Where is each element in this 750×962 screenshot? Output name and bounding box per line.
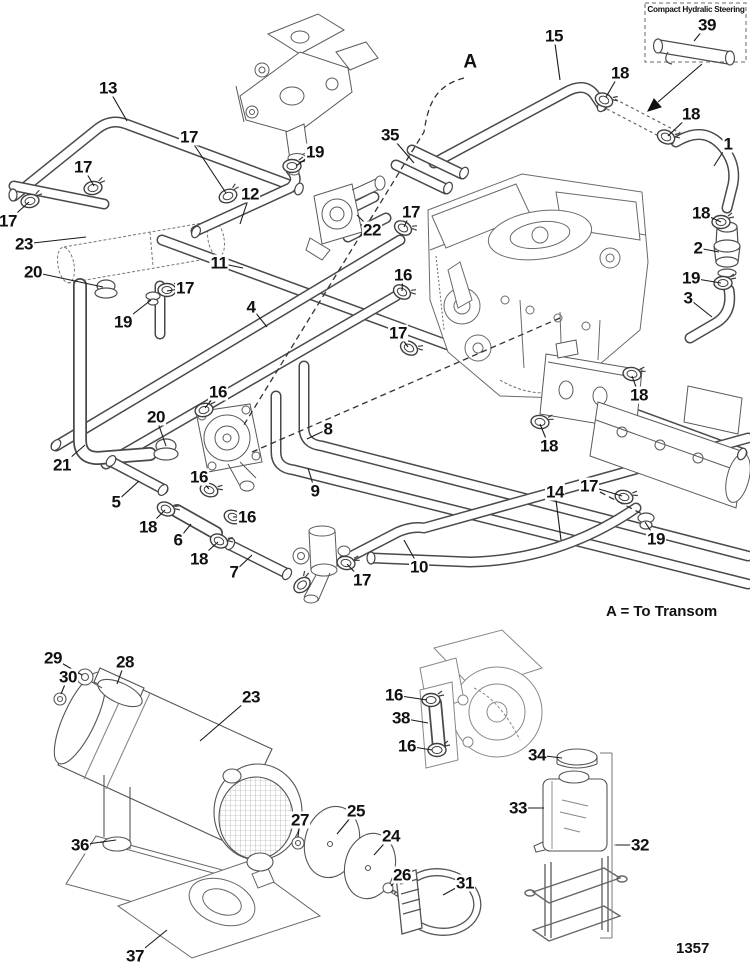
callout-17: 17 — [179, 127, 199, 147]
callout-19: 19 — [646, 529, 666, 549]
callout-17: 17 — [73, 157, 93, 177]
callout-19: 19 — [681, 268, 701, 288]
callout-22: 22 — [362, 220, 382, 240]
callout-19: 19 — [113, 312, 133, 332]
callout-5: 5 — [110, 492, 122, 512]
callout-3: 3 — [682, 288, 694, 308]
callout-16: 16 — [393, 265, 413, 285]
callout-32: 32 — [630, 835, 650, 855]
callout-10: 10 — [409, 557, 429, 577]
callout-17: 17 — [579, 476, 599, 496]
inset-title: Compact Hydralic Steering — [647, 5, 745, 14]
callout-20: 20 — [23, 262, 43, 282]
callout-2: 2 — [692, 238, 704, 258]
callout-16: 16 — [208, 382, 228, 402]
reservoir-illustration — [533, 770, 608, 853]
callout-19: 19 — [305, 142, 325, 162]
callout-17: 17 — [352, 570, 372, 590]
callout-25: 25 — [346, 801, 366, 821]
callout-8: 8 — [322, 419, 334, 439]
callout-17: 17 — [175, 278, 195, 298]
heat-exchanger-illustration — [53, 667, 303, 872]
callout-11: 11 — [209, 253, 229, 273]
engine-illustration — [427, 173, 649, 399]
callout-18: 18 — [189, 549, 209, 569]
anode-discs-illustration — [291, 805, 397, 900]
callout-4: 4 — [245, 297, 257, 317]
callout-37: 37 — [125, 947, 145, 962]
callout-13: 13 — [98, 78, 118, 98]
callout-18: 18 — [681, 104, 701, 124]
inset-arrow — [647, 63, 703, 112]
callout-34: 34 — [527, 745, 547, 765]
callout-1: 1 — [722, 134, 734, 154]
steering-pump-illustration — [305, 175, 386, 261]
callout-33: 33 — [508, 798, 528, 818]
callout-36: 36 — [70, 835, 90, 855]
callout-20: 20 — [146, 407, 166, 427]
hoses-illustration — [14, 87, 748, 584]
callout-6: 6 — [172, 530, 184, 550]
fuel-fitting-illustration — [713, 221, 741, 278]
oil-cooler-illustration — [57, 220, 225, 284]
callout-14: 14 — [545, 482, 565, 502]
callout-9: 9 — [309, 481, 321, 501]
callout-28: 28 — [115, 652, 135, 672]
callout-16: 16 — [397, 736, 417, 756]
callout-18: 18 — [539, 436, 559, 456]
ferrules — [8, 99, 748, 581]
wire-bracket-illustration — [524, 856, 628, 942]
page-number: 1357 — [676, 940, 710, 957]
callout-23: 23 — [14, 234, 34, 254]
callout-39: 39 — [697, 15, 717, 35]
mounting-bracket-illustration — [116, 861, 322, 959]
callout-38: 38 — [391, 708, 411, 728]
callout-16: 16 — [189, 467, 209, 487]
exhaust-manifold-illustration — [235, 13, 379, 176]
inset-box — [644, 2, 747, 112]
callout-18: 18 — [138, 517, 158, 537]
callout-18: 18 — [610, 63, 630, 83]
routing-dashed-lines — [241, 77, 643, 515]
callout-17: 17 — [401, 202, 421, 222]
callout-23: 23 — [241, 687, 261, 707]
callout-15: 15 — [544, 26, 564, 46]
thermostat-housing-illustration — [292, 525, 351, 604]
callout-31: 31 — [455, 873, 475, 893]
callout-16: 16 — [384, 685, 404, 705]
callout-21: 21 — [52, 455, 72, 475]
callout-17: 17 — [0, 211, 18, 231]
callout-27: 27 — [290, 810, 310, 830]
callout-35: 35 — [380, 125, 400, 145]
callout-18: 18 — [629, 385, 649, 405]
seawater-pump-illustration — [195, 403, 263, 492]
inset-steering-hose-illustration — [652, 38, 736, 66]
steering-dotted-hose-illustration — [606, 98, 685, 146]
callout-12: 12 — [240, 184, 260, 204]
transom-note: A = To Transom — [606, 603, 718, 620]
callout-26: 26 — [392, 865, 412, 885]
callout-24: 24 — [381, 826, 401, 846]
bracket-extent-line — [600, 752, 626, 939]
callout-29: 29 — [43, 648, 63, 668]
callout-18: 18 — [691, 203, 711, 223]
callout-7: 7 — [228, 562, 240, 582]
reservoir-cap-illustration — [556, 748, 598, 769]
callout-30: 30 — [58, 667, 78, 687]
callout-a: A — [462, 51, 478, 73]
callout-16: 16 — [237, 507, 257, 527]
callout-17: 17 — [388, 323, 408, 343]
